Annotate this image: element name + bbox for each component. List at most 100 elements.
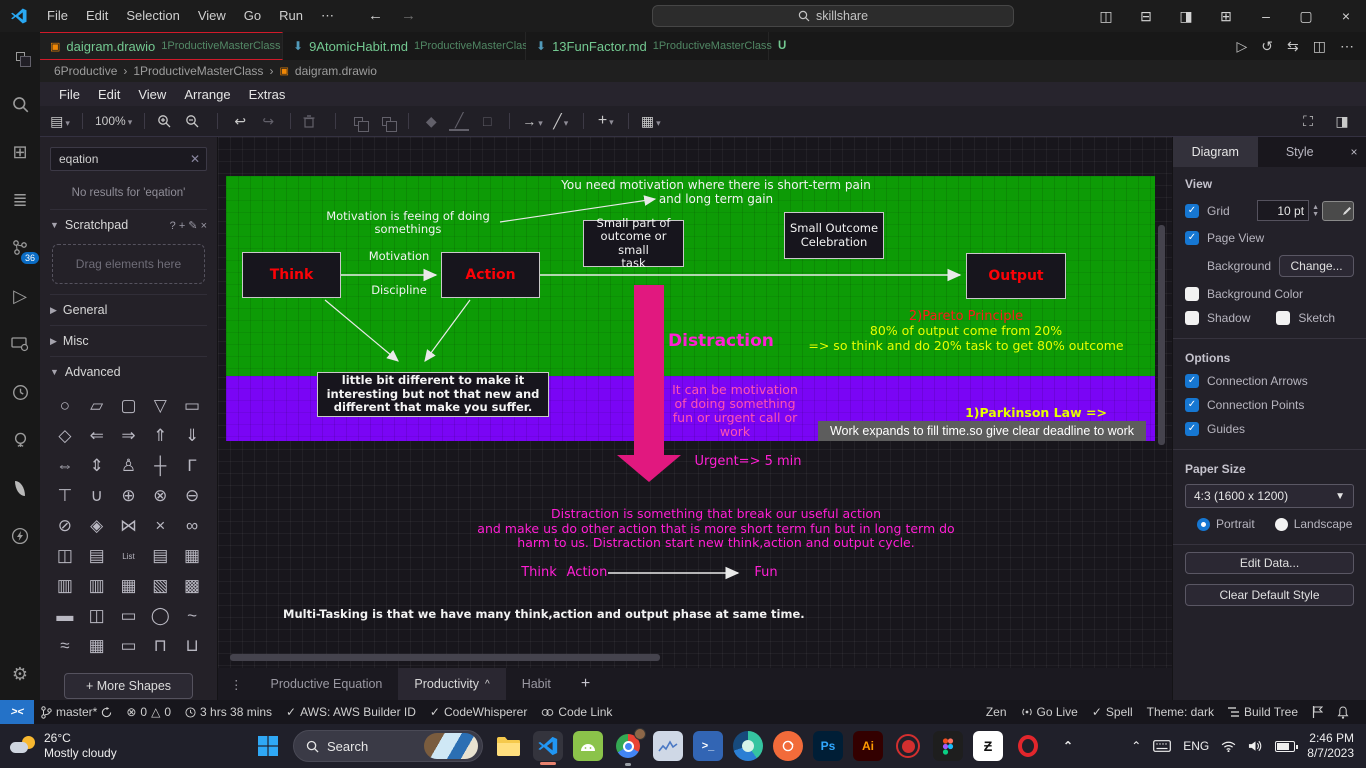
tray-show-hidden-icon[interactable]: ⌃: [1131, 739, 1142, 753]
outline-icon[interactable]: ≣: [12, 189, 28, 210]
breadcrumb-folder[interactable]: 6Productive: [54, 64, 118, 78]
drawio-canvas[interactable]: You need motivation where there is short…: [218, 137, 1172, 668]
shape-search-input[interactable]: [50, 147, 207, 171]
more-shapes-button[interactable]: + More Shapes: [64, 673, 193, 699]
shape-item[interactable]: ▭: [120, 636, 137, 655]
task-manager-icon[interactable]: [653, 731, 683, 761]
delete-icon[interactable]: [303, 114, 323, 128]
postman-icon[interactable]: [773, 731, 803, 761]
shape-item[interactable]: ▧: [152, 576, 169, 595]
page-tab-productivity[interactable]: Productivity^: [398, 668, 506, 700]
battery-icon[interactable]: [1275, 740, 1299, 752]
to-front-icon[interactable]: [348, 113, 369, 132]
explorer-icon[interactable]: [8, 44, 32, 68]
shape-item[interactable]: ≈: [60, 636, 70, 655]
edge-label-motivation[interactable]: Motivation: [368, 249, 430, 263]
node-action[interactable]: Action: [441, 252, 540, 298]
photoshop-icon[interactable]: Ps: [813, 731, 843, 761]
zoom-level-dropdown[interactable]: 100%▾: [95, 114, 133, 128]
minimize-button[interactable]: –: [1262, 8, 1270, 24]
pages-menu-icon[interactable]: ⋮: [230, 677, 243, 692]
shape-item[interactable]: ⇕: [89, 456, 104, 475]
drawio-menu-arrange[interactable]: Arrange: [184, 86, 231, 102]
tab-atomichabit-md[interactable]: ⬇ 9AtomicHabit.md 1ProductiveMasterClass…: [283, 32, 548, 60]
remote-indicator[interactable]: ><: [0, 700, 34, 724]
edge-label-discipline[interactable]: Discipline: [371, 283, 427, 297]
shape-item[interactable]: ⊖: [184, 486, 200, 505]
shape-item[interactable]: ×: [155, 516, 166, 535]
scratchpad-tools[interactable]: ? + ✎ ×: [169, 219, 207, 232]
redo-icon[interactable]: ↪: [262, 112, 275, 129]
aws-item[interactable]: ✓AWS: AWS Builder ID: [279, 705, 423, 719]
shape-item[interactable]: ◫: [88, 606, 105, 625]
shape-item[interactable]: ⇔: [56, 456, 74, 475]
toggle-secondary-sidebar-icon[interactable]: ◨: [1179, 8, 1193, 24]
wifi-icon[interactable]: [1221, 741, 1236, 752]
powershell-icon[interactable]: >_: [693, 731, 723, 761]
grid-checkbox[interactable]: ✓: [1185, 203, 1199, 218]
edge-icon[interactable]: [733, 731, 763, 761]
tab-funfactor-md[interactable]: ⬇ 13FunFactor.md 1ProductiveMasterClass …: [526, 32, 786, 60]
shadow-checkbox[interactable]: [1185, 311, 1199, 325]
shape-item[interactable]: ⋈: [119, 516, 137, 535]
line-color-icon[interactable]: ╱: [449, 112, 470, 131]
shape-item[interactable]: ▩: [184, 576, 201, 595]
zoom-out-icon[interactable]: [185, 114, 205, 128]
file-explorer-icon[interactable]: [493, 731, 523, 761]
shape-item[interactable]: ⇓: [184, 426, 200, 445]
volume-icon[interactable]: [1248, 740, 1263, 752]
customize-layout-icon[interactable]: ⊞: [1220, 8, 1232, 24]
undo-icon[interactable]: ↩: [234, 112, 247, 129]
spell-item[interactable]: ✓Spell: [1085, 705, 1140, 719]
taskbar-search[interactable]: Search: [293, 730, 483, 762]
connection-points-checkbox[interactable]: ✓: [1185, 398, 1199, 412]
lightning-icon[interactable]: [8, 524, 32, 548]
shape-item[interactable]: ▤: [152, 546, 169, 565]
distraction-arrow-shape[interactable]: [617, 285, 681, 482]
shape-item[interactable]: ♙: [120, 456, 137, 475]
edit-data-button[interactable]: Edit Data...: [1185, 552, 1354, 574]
shape-item[interactable]: ⊕: [121, 486, 136, 505]
android-app-icon[interactable]: [573, 731, 603, 761]
timeline-icon[interactable]: ↺: [1261, 37, 1274, 54]
node-different[interactable]: little bit different to make it interest…: [317, 372, 549, 417]
menu-more[interactable]: ⋯: [321, 8, 334, 23]
to-back-icon[interactable]: [376, 113, 397, 132]
screen-recorder-icon[interactable]: [893, 731, 923, 761]
shape-item[interactable]: ⇑: [153, 426, 168, 445]
zen-item[interactable]: Zen: [979, 705, 1014, 719]
zoom-in-icon[interactable]: [157, 114, 177, 128]
golive-item[interactable]: Go Live: [1014, 705, 1085, 719]
tab-style[interactable]: Style: [1285, 145, 1314, 159]
node-think[interactable]: Think: [242, 252, 341, 298]
shape-item[interactable]: ⇐: [89, 426, 104, 445]
menu-file[interactable]: File: [47, 8, 68, 23]
shape-item[interactable]: ◈: [90, 516, 104, 535]
tab-daigram-drawio[interactable]: ▣ daigram.drawio 1ProductiveMasterClass …: [40, 32, 310, 60]
parkinson-body-text[interactable]: Work expands to fill time.so give clear …: [818, 421, 1146, 441]
mini-think-text[interactable]: Think: [521, 565, 557, 580]
shape-item[interactable]: ◯: [150, 606, 170, 625]
change-background-button[interactable]: Change...: [1279, 255, 1354, 277]
page-tab-habit[interactable]: Habit: [521, 677, 551, 691]
shape-item[interactable]: ⊓: [153, 636, 167, 655]
connection-arrows-checkbox[interactable]: ✓: [1185, 374, 1199, 388]
extensions-icon[interactable]: ⊞: [12, 141, 28, 162]
capcut-icon[interactable]: Ƶ: [973, 731, 1003, 761]
horizontal-scrollbar[interactable]: [230, 654, 660, 661]
run-preview-icon[interactable]: ▷: [1236, 37, 1248, 54]
menu-run[interactable]: Run: [279, 8, 303, 23]
view-panels-icon[interactable]: ▤▾: [50, 112, 70, 129]
grid-size-input[interactable]: [1257, 200, 1310, 221]
guides-checkbox[interactable]: ✓: [1185, 422, 1199, 436]
paper-size-select[interactable]: 4:3 (1600 x 1200) ▼: [1185, 484, 1354, 508]
settings-gear-icon[interactable]: ⚙: [11, 663, 29, 684]
fill-color-icon[interactable]: ◆: [425, 112, 437, 129]
menu-go[interactable]: Go: [243, 8, 262, 23]
fullscreen-icon[interactable]: ⛶: [1303, 112, 1313, 129]
insert-icon[interactable]: +▾: [597, 112, 614, 129]
shape-item[interactable]: ▥: [56, 576, 73, 595]
shape-item[interactable]: ⊘: [57, 516, 73, 535]
